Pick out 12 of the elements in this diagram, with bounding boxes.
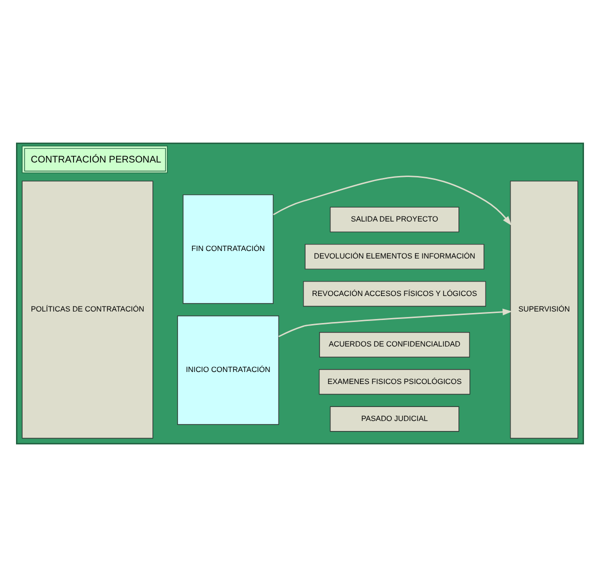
node-box: INICIO CONTRATACIÓN [177, 315, 280, 424]
arrow [273, 175, 512, 226]
node-box: PASADO JUDICIAL [330, 406, 460, 432]
node-box: ACUERDOS DE CONFIDENCIALIDAD [319, 332, 470, 357]
node-box: EXAMENES FISICOS PSICOLÓGICOS [318, 368, 470, 394]
node-box: POLÍTICAS DE CONTRATACIÓN [22, 180, 154, 438]
node-box: DEVOLUCIÓN ELEMENTOS E INFORMACIÓN [304, 244, 484, 269]
node-box: FIN CONTRATACIÓN [182, 194, 274, 304]
node-box: REVOCACIÓN ACCESOS FÍSICOS Y LÓGICOS [303, 280, 486, 306]
arrow [278, 308, 512, 337]
node-box: SALIDA DEL PROYECTO [330, 206, 460, 232]
node-box: SUPERVISIÓN [510, 180, 578, 438]
